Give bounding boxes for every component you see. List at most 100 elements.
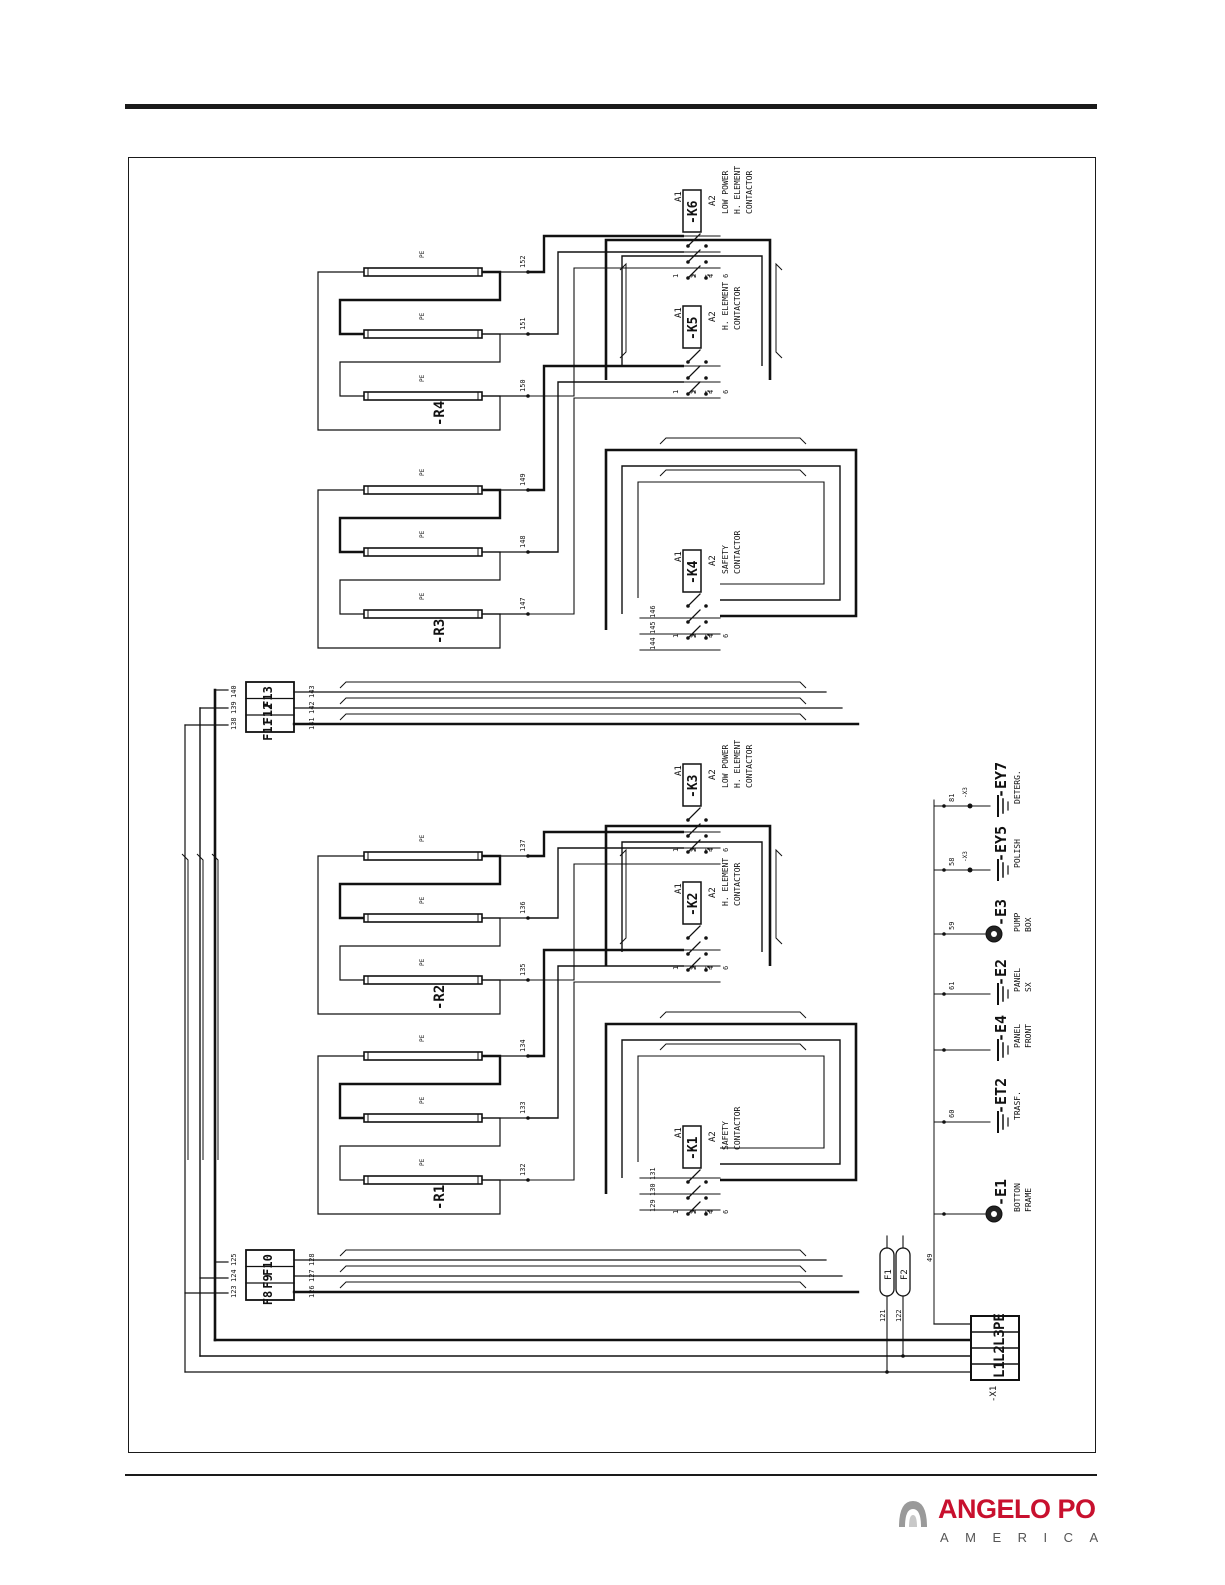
fuse-junction (901, 1354, 905, 1358)
contact-dot (704, 1196, 708, 1200)
contactor-desc: SAFETY (721, 1121, 730, 1150)
coil-terminal-a2: A2 (708, 1131, 718, 1142)
earth-label: -EY7 (992, 762, 1010, 798)
earth-desc: FRONT (1024, 1024, 1033, 1048)
element-link (338, 854, 502, 920)
bundle-bend (339, 1249, 807, 1257)
route-wire (528, 234, 684, 274)
earth-desc: BOX (1024, 917, 1033, 932)
breaker-label: F12 (261, 703, 275, 725)
coil-terminal-a2: A2 (708, 769, 718, 780)
pole-label: 2 (690, 966, 698, 970)
brand-logo: ANGELO PO AMERICA (896, 1494, 1098, 1554)
contactor-desc: LOW POWER (721, 744, 730, 788)
contact-dot (704, 936, 708, 940)
heater-element (363, 267, 483, 277)
bundle-bend (339, 1265, 807, 1273)
heater-element (363, 1113, 483, 1123)
loop-bend (659, 1011, 807, 1019)
loop-bend (659, 437, 807, 445)
junction-dot (942, 1048, 946, 1052)
contact-dot (686, 1180, 690, 1184)
coil-box (682, 549, 702, 593)
pole-label: 3 (689, 848, 697, 852)
fuse-junction (885, 1370, 889, 1374)
heater-element (363, 913, 483, 923)
pole-label: 2 (690, 634, 698, 638)
earth-desc: PANEL (1013, 1024, 1022, 1048)
bundle-bend (339, 713, 807, 721)
route-wire (528, 981, 684, 1181)
pole-label: 6 (722, 274, 730, 278)
pole-label: 4 (707, 390, 715, 394)
earth-label: -E2 (992, 959, 1010, 986)
contactor-desc: CONTACTOR (745, 744, 754, 788)
heater-element (363, 851, 483, 861)
switch-blade (687, 1169, 701, 1183)
wire-number: 130 (649, 1183, 657, 1196)
connector-pin-label: L3 (992, 1329, 1008, 1346)
element-link (338, 1054, 502, 1120)
bridge-bend (619, 262, 627, 359)
contact-dot (686, 968, 690, 972)
pole-label: 3 (689, 966, 697, 970)
earth-label: -E3 (992, 899, 1010, 926)
coil-terminal-a1: A1 (674, 1127, 684, 1138)
route-wire (528, 965, 684, 1119)
footer-rule (125, 1474, 1097, 1476)
contact-dot (704, 952, 708, 956)
earth-motor-core (991, 1211, 997, 1217)
coil-box (682, 189, 702, 233)
connector-pin-label: L2 (992, 1345, 1008, 1362)
wire-number: 59 (948, 922, 956, 930)
route-wire (528, 830, 684, 858)
contact-dot (686, 1196, 690, 1200)
wire-number: 137 (519, 839, 527, 852)
wire-number: 140 (230, 685, 238, 698)
contact-dot (686, 392, 690, 396)
bridge-bend (775, 848, 783, 945)
contactor-desc: CONTACTOR (733, 1106, 742, 1150)
breaker-label: F8 (261, 1291, 275, 1305)
pole-label: 2 (690, 390, 698, 394)
contact-dot (704, 968, 708, 972)
connector-dot (967, 867, 973, 873)
contactor-id: -K6 (686, 200, 701, 224)
element-terminal-label: PE (419, 1034, 426, 1042)
earth-desc: PUMP (1013, 913, 1022, 932)
coil-box (682, 881, 702, 925)
element-terminal-label: PE (419, 530, 426, 538)
heater-element (363, 609, 483, 619)
pole-label: 1 (672, 390, 680, 394)
pole-label: 1 (672, 634, 680, 638)
junction-dot (942, 992, 946, 996)
bridge-thick (604, 238, 772, 380)
earth-desc: DETERG. (1013, 770, 1022, 804)
element-terminal-label: PE (419, 250, 426, 258)
bridge-bend (619, 848, 627, 945)
switch-blade (687, 381, 701, 395)
heater-label: -R4 (432, 401, 448, 426)
loop-thick (604, 1022, 858, 1194)
wire-number: 151 (519, 317, 527, 330)
loop-thin (637, 1055, 825, 1162)
fuse-label: F1 (884, 1269, 894, 1280)
header-rule (125, 104, 1097, 109)
contact-dot (686, 936, 690, 940)
pole-label: 2 (690, 848, 698, 852)
breaker-group-f8-f10 (245, 1249, 295, 1301)
wire-number: 134 (519, 1039, 527, 1052)
route-wire (528, 364, 684, 492)
contact-dot (704, 818, 708, 822)
wire-number: 125 (230, 1253, 238, 1266)
wire-number: 145 (649, 621, 657, 634)
pole-label: 1 (672, 966, 680, 970)
fuse-label: F2 (900, 1269, 910, 1280)
switch-blade (687, 625, 701, 639)
contact-dot (686, 952, 690, 956)
switch-blade (687, 609, 701, 623)
earth-label: -E4 (992, 1015, 1010, 1042)
pole-label: 1 (672, 274, 680, 278)
junction-dot (942, 804, 946, 808)
